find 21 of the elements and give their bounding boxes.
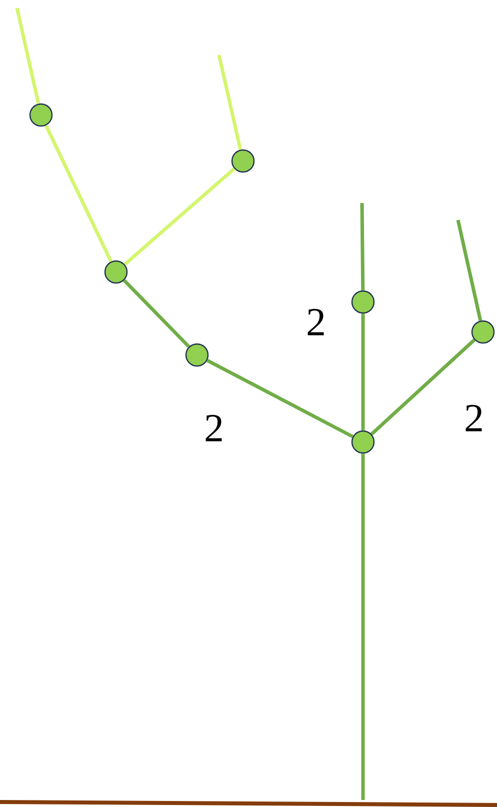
count-label: 2 (308, 308, 324, 336)
branch-line (361, 314, 365, 430)
joint-circle (351, 290, 375, 314)
joint-circle (351, 430, 375, 454)
branch-line (370, 338, 476, 436)
branch-line (44, 124, 113, 262)
branch-line (456, 220, 482, 322)
count-label: 2 (466, 404, 482, 432)
branch-line (361, 454, 365, 800)
branch-line (15, 8, 40, 104)
branch-line (124, 167, 236, 266)
branch-line (360, 202, 365, 290)
joint-circle (231, 149, 255, 173)
count-label: 2 (206, 414, 222, 442)
joint-circle (29, 103, 53, 127)
branch-line (217, 54, 242, 150)
branch-line (122, 279, 190, 348)
joint-circle (185, 343, 209, 367)
branch-line (206, 358, 354, 438)
joint-circle (104, 260, 128, 284)
joint-circle (471, 320, 495, 344)
